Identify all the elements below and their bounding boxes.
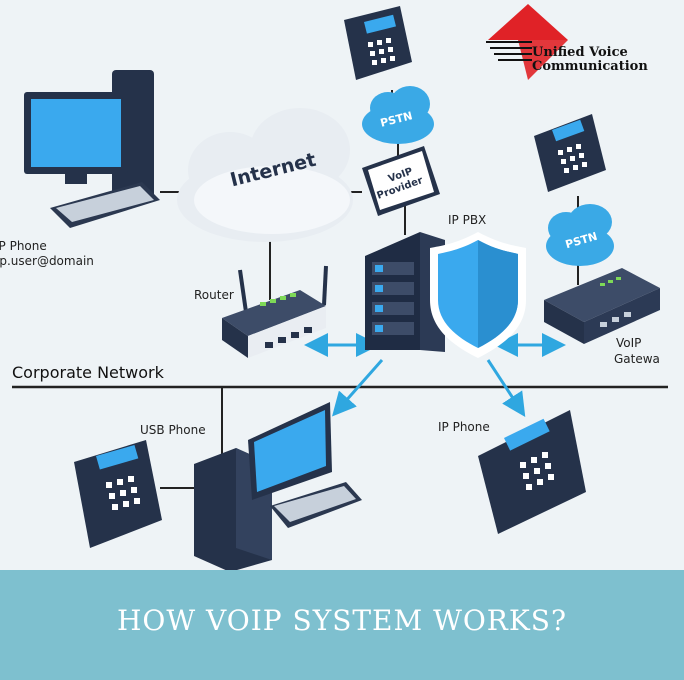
desk-phone-top-icon xyxy=(344,6,412,80)
brand-line-1: Unified Voice xyxy=(532,45,628,60)
banner-title: HOW VOIP SYSTEM WORKS? xyxy=(117,604,567,637)
voip-provider-box xyxy=(362,146,440,216)
title-banner xyxy=(0,570,684,680)
network-arrows xyxy=(304,333,566,418)
voip-gateway-label-line2: Gatewa xyxy=(614,352,660,366)
brand-line-2: Communication xyxy=(532,59,648,74)
router-icon xyxy=(222,265,328,358)
shield-icon xyxy=(430,232,526,358)
brand-logo-icon xyxy=(486,4,568,80)
ip-phone-user-label-line1: IP Phone xyxy=(0,239,47,253)
ip-pbx-label: IP PBX xyxy=(448,213,487,227)
ip-phone-label: IP Phone xyxy=(438,420,490,434)
desktop-computer-icon xyxy=(24,70,160,228)
usb-phone-icon xyxy=(74,440,162,548)
pstn-cloud-top-icon xyxy=(362,86,434,144)
usb-phone-label: USB Phone xyxy=(140,423,206,437)
desk-phone-right-icon xyxy=(534,114,606,192)
voip-gateway-icon xyxy=(544,268,660,344)
voip-gateway-label-line1: VoIP xyxy=(616,336,642,350)
brand-name: Unified Voice Communication xyxy=(532,46,648,74)
internet-cloud-icon xyxy=(177,108,353,242)
router-label: Router xyxy=(194,288,234,302)
ip-phone-icon xyxy=(478,410,586,534)
ip-phone-user-label-line2: ip.user@domain xyxy=(0,254,94,268)
pstn-cloud-right-icon xyxy=(546,204,614,266)
usb-phone-computer-icon xyxy=(194,402,362,572)
corporate-network-label: Corporate Network xyxy=(12,363,164,382)
